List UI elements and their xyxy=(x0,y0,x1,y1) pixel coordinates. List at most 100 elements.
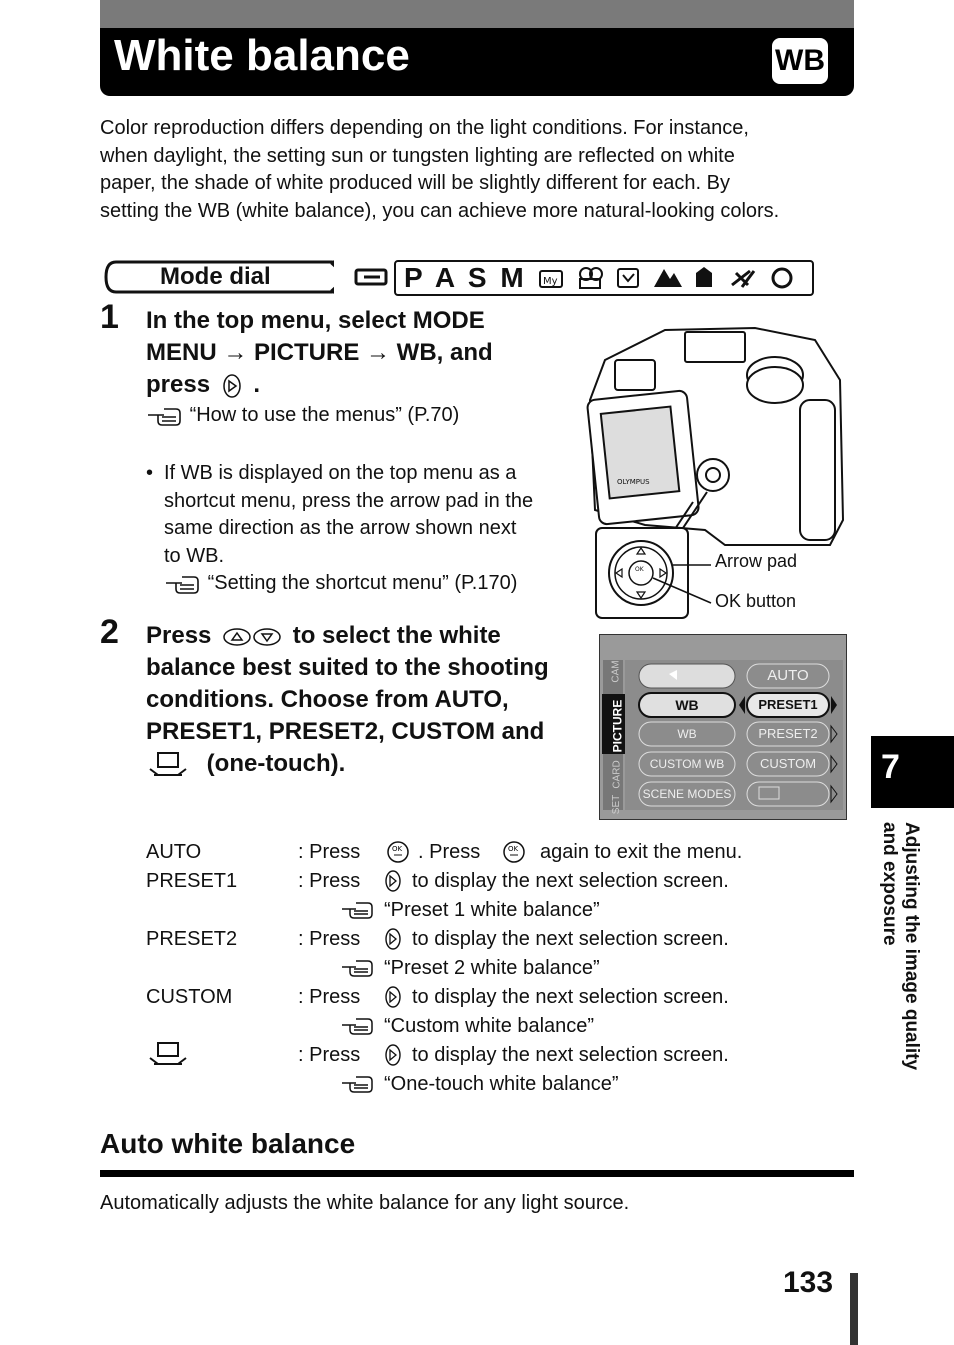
option-ref-row: “One-touch white balance” xyxy=(146,1070,796,1098)
option-desc: to display the next selection screen. xyxy=(412,928,729,950)
option-desc-press: : Press xyxy=(298,986,361,1008)
page-title: White balance xyxy=(114,31,410,80)
arrow-right-button-icon xyxy=(385,928,401,950)
reference-hand-icon xyxy=(342,960,373,977)
note-line: to WB. xyxy=(164,544,225,567)
note-line: If WB is displayed on the top menu as a xyxy=(164,462,517,484)
lcd-item-wb: WB xyxy=(675,697,699,713)
option-ref-row: “Custom white balance” xyxy=(146,1012,796,1040)
note-reference: “Setting the shortcut menu” (P.170) xyxy=(164,570,594,598)
page-number: 133 xyxy=(783,1266,834,1299)
reference-hand-icon xyxy=(148,407,181,426)
lcd-option-preset1: PRESET1 xyxy=(758,697,818,712)
step-2-number: 2 xyxy=(100,613,119,651)
chapter-side-title: Adjusting the image quality and exposure xyxy=(876,822,926,1142)
title-banner: White balance WB xyxy=(100,0,854,96)
ok-button-label: OK button xyxy=(715,591,797,611)
camera-brand: OLYMPUS xyxy=(617,478,650,486)
movie-card-icon xyxy=(354,268,388,286)
section-title: Auto white balance xyxy=(100,1128,356,1159)
section-divider xyxy=(100,1170,854,1177)
option-row-one-touch: : Press to display the next selection sc… xyxy=(146,1041,796,1069)
up-down-arrow-buttons-icon xyxy=(223,627,281,646)
option-row-preset2: PRESET2 : Press to display the next sele… xyxy=(146,925,796,953)
option-row-preset1: PRESET1 : Press to display the next sele… xyxy=(146,867,796,895)
arrow-right-button-icon xyxy=(385,986,401,1008)
mode-dial-label: Mode dial xyxy=(160,263,271,290)
option-name: AUTO xyxy=(146,841,202,863)
mode-dial-label-shape xyxy=(104,260,334,294)
arrow-right-button-icon xyxy=(385,1044,401,1066)
step-1-instruction: In the top menu, select MODE MENU → PICT… xyxy=(146,305,493,401)
intro-line: setting the WB (white balance), you can … xyxy=(100,199,780,222)
step-2-line1-rest: to select the white xyxy=(292,622,501,649)
option-desc-press: : Press xyxy=(298,928,361,950)
note-line: shortcut menu, press the arrow pad in th… xyxy=(164,489,534,512)
step-2-line: balance best suited to the shooting xyxy=(146,654,549,681)
option-row-custom: CUSTOM : Press to display the next selec… xyxy=(146,983,796,1011)
option-desc: to display the next selection screen. xyxy=(412,1044,729,1066)
lcd-option-preset2: PRESET2 xyxy=(758,726,818,741)
option-ref-row: “Preset 1 white balance” xyxy=(146,896,796,924)
section-body: Automatically adjusts the white balance … xyxy=(100,1192,630,1214)
lcd-tab-set: SET xyxy=(611,794,623,815)
step-2-line: (one-touch). xyxy=(146,748,549,780)
reference-hand-icon xyxy=(342,902,373,919)
chapter-title-line: and exposure xyxy=(879,822,900,946)
title-banner-top-strip xyxy=(100,0,854,28)
option-desc-press: : Press xyxy=(298,841,361,863)
intro-line: when daylight, the setting sun or tungst… xyxy=(100,144,735,167)
lcd-tab-card: CARD xyxy=(611,760,623,789)
arrow-right-button-icon xyxy=(385,870,401,892)
svg-text:OK: OK xyxy=(508,845,519,853)
step-1-reference: “How to use the menus” (P.70) xyxy=(146,402,459,430)
inset-ok-text: OK xyxy=(635,566,645,573)
one-touch-wb-icon xyxy=(149,1042,187,1065)
lcd-option-auto: AUTO xyxy=(767,667,809,684)
option-desc-press2: . Press xyxy=(418,841,481,863)
one-touch-text: (one-touch). xyxy=(206,750,346,777)
reference-hand-icon xyxy=(342,1076,373,1093)
step-2-instruction: Press to select the white balance best s… xyxy=(146,620,549,780)
option-reference: “One-touch white balance” xyxy=(384,1073,619,1095)
lcd-menu-screenshot: CAM PICTURE CARD SET WB WB CUSTOM WB SCE… xyxy=(599,634,847,820)
intro-line: paper, the shade of white produced will … xyxy=(100,172,731,194)
lcd-tab-cam: CAM xyxy=(610,660,622,683)
lcd-item-wb-flash: WB xyxy=(677,727,697,741)
step-2-line: conditions. Choose from AUTO, xyxy=(146,686,509,713)
step-2-line: PRESET1, PRESET2, CUSTOM and xyxy=(146,718,545,745)
mode-letters: P A S M xyxy=(404,262,527,293)
arrow-pad-label: Arrow pad xyxy=(715,551,798,571)
reference-hand-icon xyxy=(166,575,199,594)
option-reference: “Preset 2 white balance” xyxy=(384,957,600,979)
step-2-press: Press xyxy=(146,622,212,649)
mode-dial-row: Mode dial P A S M My xyxy=(104,260,814,296)
step-1-ref-text: “How to use the menus” (P.70) xyxy=(189,404,460,426)
option-desc: to display the next selection screen. xyxy=(412,986,729,1008)
intro-paragraph: Color reproduction differs depending on … xyxy=(100,115,860,225)
camera-illustration: OLYMPUS OK xyxy=(586,326,845,619)
wb-badge-icon: WB xyxy=(772,38,828,84)
option-name: PRESET1 xyxy=(146,870,238,892)
scene-mode-icons: My xyxy=(539,267,793,289)
ok-button-icon: OK xyxy=(387,841,409,863)
option-row-auto: AUTO : Press OK . Press OK again to exit… xyxy=(146,838,796,866)
step-1-line: In the top menu, select MODE xyxy=(146,307,485,334)
mode-dial-modes: P A S M My xyxy=(394,260,814,296)
option-desc-press: : Press xyxy=(298,870,361,892)
option-ref-row: “Preset 2 white balance” xyxy=(146,954,796,982)
step-1-number: 1 xyxy=(100,298,119,336)
svg-text:OK: OK xyxy=(392,845,403,853)
option-desc-press: : Press xyxy=(298,1044,361,1066)
option-name: PRESET2 xyxy=(146,928,238,950)
step-1-period: . xyxy=(253,371,261,398)
chapter-tab: 7 xyxy=(871,736,954,808)
step-2-line: Press to select the white xyxy=(146,620,549,652)
step-1-press-text: press xyxy=(146,371,211,398)
step-1-line: press . xyxy=(146,369,493,401)
reference-hand-icon xyxy=(342,1018,373,1035)
arrow-right-button-icon xyxy=(222,373,241,398)
option-desc: to display the next selection screen. xyxy=(412,870,729,892)
one-touch-wb-icon xyxy=(149,751,187,776)
chapter-number: 7 xyxy=(881,748,900,786)
